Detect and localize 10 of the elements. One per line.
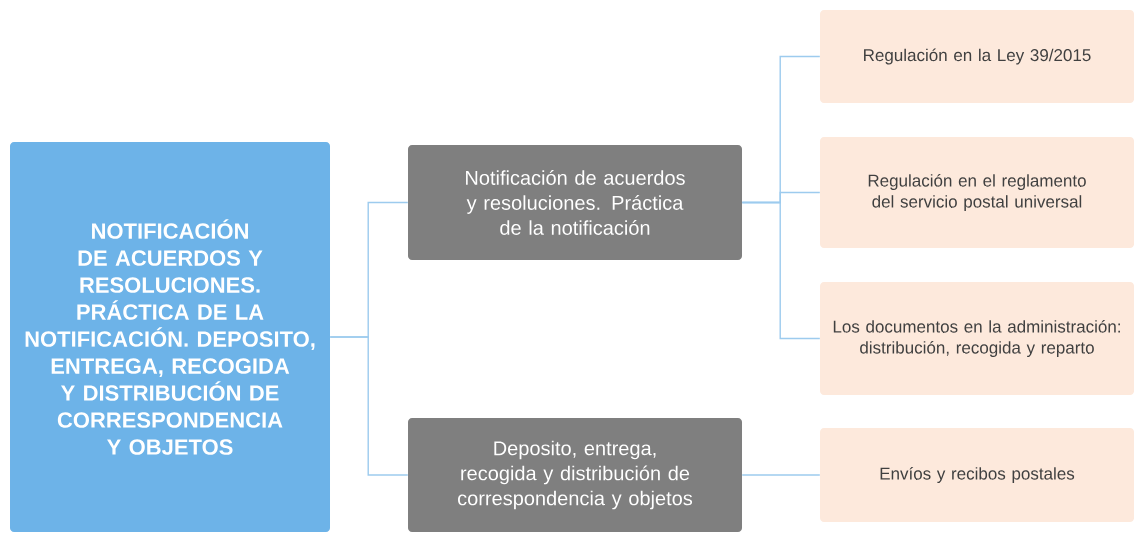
detail-box: Regulación en la Ley 39/2015 [820, 10, 1134, 103]
detail-box: Regulación en el reglamento del servicio postal universal [820, 137, 1134, 248]
connector [329, 336, 409, 476]
subtopic-box: Notificación de acuerdos y resoluciones. Práctica de la notificación [408, 145, 742, 260]
topic-box: NOTIFICACIÓN DE ACUERDOS Y RESOLUCIONES. PRÁCTICA DE LA NOTIFICACIÓN. DEPOSITO, ENTREGA, RECOGIDA Y DISTRIBUCIÓN DE CORRESPONDENCIA Y OBJETOS [10, 142, 330, 532]
detail-box: Envíos y recibos postales [820, 428, 1134, 522]
subtopic-box: Deposito, entrega, recogida y distribución de correspondencia y objetos [408, 418, 742, 532]
connector [741, 474, 821, 476]
detail-box: Los documentos en la administración: distribución, recogida y reparto [820, 282, 1134, 395]
connector [741, 201, 821, 340]
